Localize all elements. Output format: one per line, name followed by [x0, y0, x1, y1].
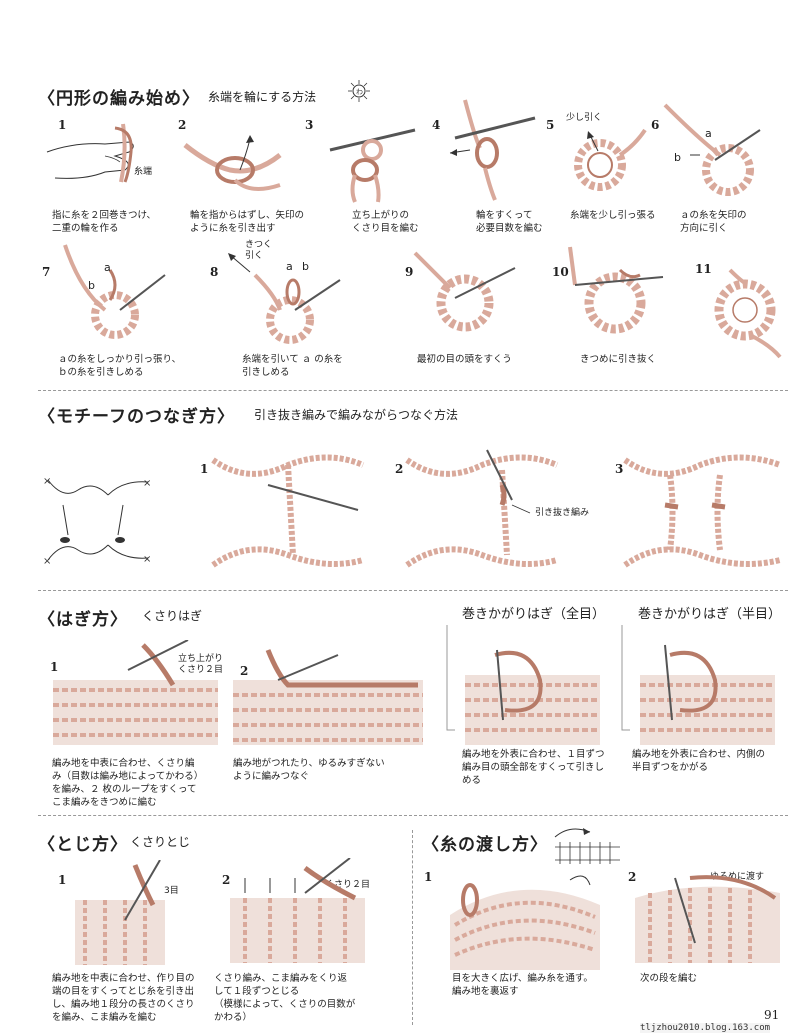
hagi-section-title: 〈はぎ方〉 — [38, 610, 128, 630]
finished-ring-illustration — [714, 268, 782, 359]
page-number: 91 — [764, 1008, 780, 1022]
circle-step-8-label-b: b — [302, 260, 309, 273]
loop-pull-illustration — [183, 135, 282, 191]
chain-start-illustration — [329, 128, 416, 203]
circle-step-6-number: 6 — [651, 118, 660, 132]
circle-step-7-label-a: a — [104, 261, 111, 274]
svg-text:×: × — [43, 476, 51, 487]
toji-step-1-number: 1 — [58, 873, 67, 887]
hagi-step-1-caption: 編み地を中表に合わせ、くさり編 み（目数は編み地によってかわる） を編み、２ 枚… — [52, 758, 204, 808]
hagi-half-caption: 編み地を外表に合わせ、内側の 半目ずつをかがる — [632, 749, 766, 773]
circle-step-6-label-a: a — [705, 127, 712, 140]
column-divider — [412, 830, 413, 1025]
circle-step-8-label: きつく 引く — [245, 240, 273, 261]
watashi-section-title: 〈糸の渡し方〉 — [422, 835, 548, 855]
motif-join-1-illustration — [211, 454, 365, 568]
motif-step-2-number: 2 — [395, 462, 404, 476]
circle-step-6-caption: ａの糸を矢印の 方向に引く — [680, 210, 747, 234]
circle-step-7-caption: ａの糸をしっかり引っ張り、 ｂの糸を引きしめる — [58, 354, 182, 378]
circle-step-3-caption: 立ち上がりの くさり目を編む — [352, 210, 419, 234]
tighten-tail-illustration — [228, 253, 341, 344]
circle-step-7-label-b: b — [88, 279, 95, 292]
svg-text:わ: わ — [356, 88, 363, 96]
circle-step-10-caption: きつめに引き抜く — [580, 354, 657, 365]
hand-wrap-illustration — [46, 123, 134, 183]
toji-section-title: 〈とじ方〉 — [38, 835, 128, 855]
toji-step-2-number: 2 — [222, 873, 231, 887]
hagi-half-title: 巻きかがりはぎ（半目） — [638, 607, 782, 622]
watashi-step-1-caption: 目を大きく広げ、編み糸を通す。 編み地を裏返す — [452, 973, 593, 997]
circle-step-2-number: 2 — [178, 118, 187, 132]
svg-text:×: × — [43, 556, 51, 567]
toji-1-illustration — [75, 860, 165, 965]
watashi-step-1-number: 1 — [424, 870, 433, 884]
hagi-full-illustration — [446, 625, 600, 745]
hagi-half-illustration — [621, 625, 775, 745]
circle-step-1-number: 1 — [58, 118, 67, 132]
blog-url: tljzhou2010.blog.163.com — [640, 1023, 771, 1033]
svg-text:×: × — [143, 554, 151, 565]
motif-step-2-label: 引き抜き編み — [535, 508, 590, 518]
motif-section-subtitle: 引き抜き編みで編みながらつなぐ方法 — [254, 408, 459, 422]
circle-step-8-label-a: a — [286, 260, 293, 273]
hagi-step-1-label: 立ち上がり くさり２目 — [178, 654, 224, 675]
circle-step-9-caption: 最初の目の頭をすくう — [417, 354, 512, 365]
yarn-carry-chart-symbol — [554, 828, 620, 864]
motif-chart-symbol: × × × × — [43, 476, 151, 567]
circle-step-8-number: 8 — [210, 265, 219, 279]
circle-section-subtitle: 糸端を輪にする方法 — [208, 90, 317, 104]
circle-step-6-label-b: b — [674, 151, 681, 164]
watashi-step-2-label: ゆるめに渡す — [710, 872, 765, 882]
hagi-step-2-caption: 編み地がつれたり、ゆるみすぎない ように編みつなぐ — [233, 758, 385, 782]
motif-step-3-number: 3 — [615, 462, 624, 476]
tighten-a-illustration — [63, 244, 166, 339]
pull-tail-illustration — [574, 128, 647, 191]
hagi-step-1-number: 1 — [50, 660, 59, 674]
circle-step-8-caption: 糸端を引いて ａ の糸を 引きしめる — [242, 354, 343, 378]
toji-2-illustration — [230, 858, 365, 963]
slip-tight-illustration — [568, 246, 664, 334]
toji-step-2-label: くさり２目 — [325, 880, 371, 890]
motif-step-1-number: 1 — [200, 462, 209, 476]
hagi-step-2-number: 2 — [240, 664, 249, 678]
hagi-1-illustration — [53, 640, 218, 745]
toji-step-1-caption: 編み地を中表に合わせ、作り目の 端の目をすくってとじ糸を引き出 し、編み地１段分… — [52, 973, 195, 1023]
circle-step-3-number: 3 — [305, 118, 314, 132]
toji-section-subtitle: くさりとじ — [130, 835, 191, 849]
circle-step-5-label: 少し引く — [566, 113, 603, 123]
circle-step-1-label: 糸端 — [134, 167, 153, 177]
motif-join-3-illustration — [623, 454, 782, 568]
circle-step-2-caption: 輪を指からはずし、矢印の ように糸を引き出す — [190, 210, 305, 234]
watashi-1-illustration — [450, 875, 600, 970]
hagi-full-caption: 編み地を外表に合わせ、１目ずつ 編み目の頭全部をすくって引きし める — [462, 749, 605, 786]
motif-section-title: 〈モチーフのつなぎ方〉 — [38, 407, 235, 427]
toji-step-1-label: 3目 — [164, 886, 179, 896]
pull-a-illustration — [663, 103, 761, 196]
toji-step-2-caption: くさり編み、こま編みをくり返 して１段ずつとじる （模様によって、くさりの目数が… — [214, 973, 356, 1023]
circle-step-10-number: 10 — [552, 265, 569, 279]
circle-step-4-caption: 輪をすくって 必要目数を編む — [476, 210, 543, 234]
circle-step-9-number: 9 — [405, 265, 414, 279]
watashi-2-illustration — [635, 875, 780, 963]
watashi-step-2-caption: 次の段を編む — [640, 973, 698, 984]
circle-step-1-caption: 指に糸を２回巻きつけ、 二重の輪を作る — [52, 210, 157, 234]
circle-step-7-number: 7 — [42, 265, 51, 279]
section-divider-1 — [38, 390, 788, 391]
svg-text:×: × — [143, 478, 151, 489]
circle-step-4-number: 4 — [432, 118, 441, 132]
circle-step-5-caption: 糸端を少し引っ張る — [570, 210, 656, 221]
circle-start-symbol-icon: わ — [348, 80, 370, 102]
circle-step-11-number: 11 — [695, 262, 712, 276]
hagi-full-title: 巻きかがりはぎ（全目） — [462, 607, 606, 622]
circle-section-title: 〈円形の編み始め〉 — [38, 89, 200, 109]
hagi-2-illustration — [233, 649, 423, 745]
hagi-section-subtitle: くさりはぎ — [142, 609, 203, 623]
section-divider-2 — [38, 590, 788, 591]
circle-step-5-number: 5 — [546, 118, 555, 132]
section-divider-3 — [38, 815, 788, 816]
ring-pickup-illustration — [449, 99, 536, 201]
scoop-first-stitch-illustration — [413, 251, 516, 332]
watashi-step-2-number: 2 — [628, 870, 637, 884]
motif-join-2-illustration — [405, 449, 559, 568]
